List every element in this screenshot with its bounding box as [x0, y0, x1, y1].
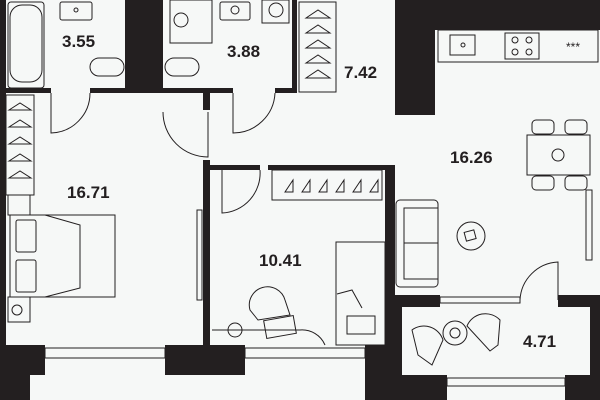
- kitchen-living-furniture: ***: [395, 29, 599, 288]
- area-kitchen-living: 16.26: [450, 148, 493, 167]
- windows: [44, 189, 593, 387]
- balcony-furniture: [411, 313, 501, 366]
- fixtures: [7, 0, 290, 89]
- area-toilet: 3.88: [227, 42, 260, 61]
- area-wardrobe: 7.42: [344, 63, 377, 82]
- area-bedroom: 16.71: [67, 183, 110, 202]
- doors: [50, 92, 559, 301]
- area-labels: 3.55 3.88 7.42 16.71 16.26 10.41 4.71: [62, 32, 556, 351]
- area-child-room: 10.41: [259, 251, 302, 270]
- area-balcony: 4.71: [523, 332, 556, 351]
- bedroom-furniture: [7, 194, 116, 323]
- area-bathroom: 3.55: [62, 32, 95, 51]
- child-room-furniture: [212, 241, 386, 346]
- stove-label: ***: [566, 40, 580, 54]
